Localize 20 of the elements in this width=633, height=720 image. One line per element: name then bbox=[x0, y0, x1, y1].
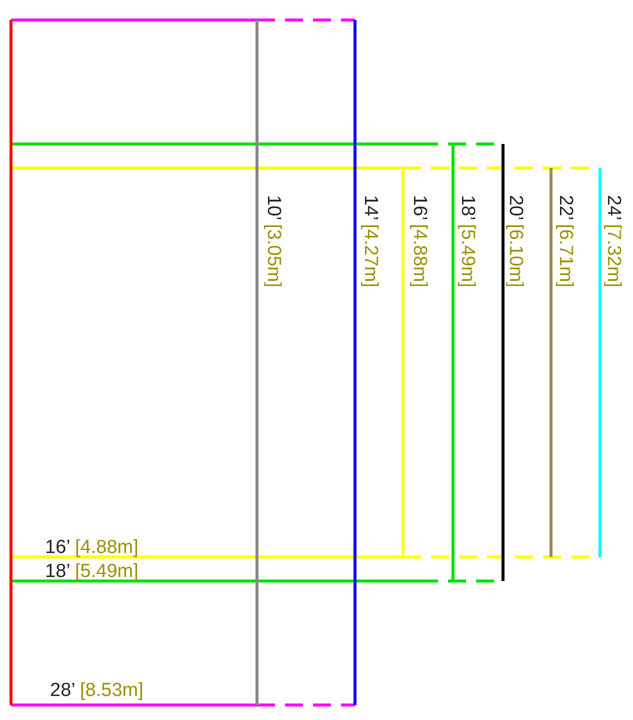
metric-dimension-label: [6.71m] bbox=[555, 224, 575, 288]
metric-dimension-label: [3.05m] bbox=[263, 224, 283, 288]
feet-dimension-label: 24’ bbox=[603, 195, 623, 220]
metric-dimension-label: [6.10m] bbox=[505, 224, 525, 288]
metric-dimension-label: [4.88m] bbox=[75, 538, 138, 558]
feet-dimension-label: 16’ bbox=[45, 538, 70, 558]
feet-dimension-label: 14’ bbox=[360, 195, 380, 220]
metric-dimension-label: [4.88m] bbox=[409, 224, 429, 288]
feet-dimension-label: 10’ bbox=[263, 195, 283, 220]
feet-dimension-label: 22’ bbox=[555, 195, 575, 220]
feet-dimension-label: 18’ bbox=[45, 562, 70, 582]
metric-dimension-label: [5.49m] bbox=[75, 562, 138, 582]
feet-dimension-label: 20’ bbox=[505, 195, 525, 220]
metric-dimension-label: [7.32m] bbox=[603, 224, 623, 288]
metric-dimension-label: [8.53m] bbox=[80, 681, 144, 701]
metric-dimension-label: [4.27m] bbox=[360, 224, 380, 288]
metric-dimension-label: [5.49m] bbox=[457, 224, 477, 288]
feet-dimension-label: 18’ bbox=[457, 195, 477, 220]
feet-dimension-label: 16’ bbox=[409, 195, 429, 220]
feet-dimension-label: 28’ bbox=[50, 681, 76, 701]
